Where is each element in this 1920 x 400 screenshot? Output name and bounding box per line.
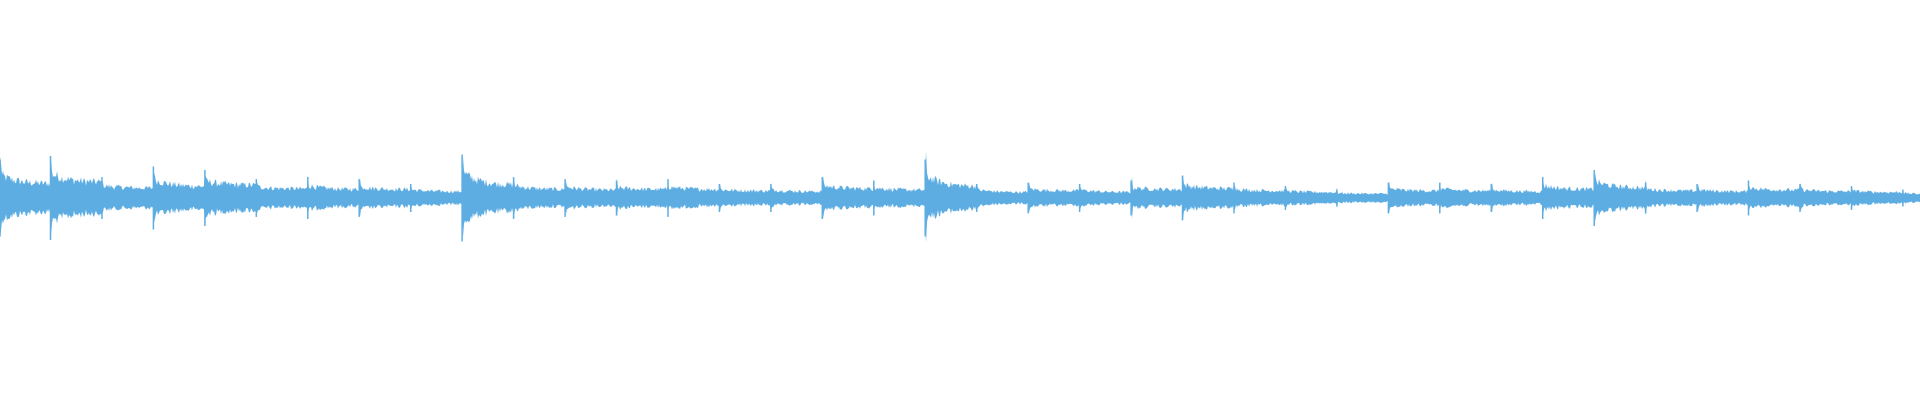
waveform-bars: [0, 150, 1920, 244]
waveform-shape: [0, 150, 1920, 244]
